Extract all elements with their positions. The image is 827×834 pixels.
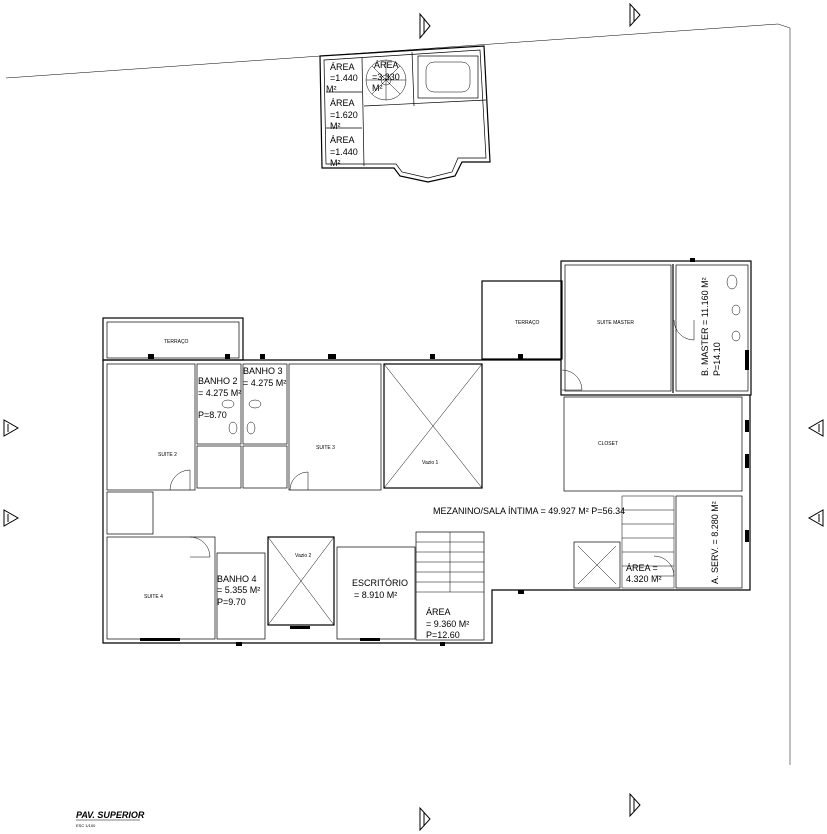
- drawing-title-block: PAV. SUPERIOR ESC 1/100: [76, 810, 145, 828]
- top-area-2-label: ÁREA =1.620 M²: [330, 98, 358, 131]
- top-area-3-label: ÁREA =1.440 M²: [330, 135, 358, 168]
- room-labels: TERRAÇO TERRAÇO SUITE MASTER SUITE 2 SUI…: [144, 277, 722, 640]
- section-marker-top-left: [419, 12, 431, 40]
- label-banho-4: BANHO 4 = 5.355 M² P=9.70: [217, 574, 260, 607]
- section-marker-right-1: [807, 419, 824, 437]
- svg-text:M²: M²: [372, 83, 383, 93]
- section-marker-left-1: [3, 419, 20, 437]
- label-area-stair: ÁREA = 9.360 M² P=12.60: [426, 607, 469, 640]
- svg-text:ÁREA: ÁREA: [374, 60, 399, 70]
- svg-text:ÁREA =: ÁREA =: [626, 563, 658, 573]
- svg-text:M²: M²: [330, 121, 341, 131]
- label-banho-2: BANHO 2 = 4.275 M² P=8.70: [198, 376, 241, 420]
- top-area-1-label: ÁREA =1.440 M²: [326, 62, 358, 94]
- label-suite-4: SUITE 4: [144, 594, 163, 600]
- svg-text:ÁREA: ÁREA: [330, 135, 355, 145]
- section-markers: [3, 2, 824, 832]
- svg-text:ÁREA: ÁREA: [426, 607, 451, 617]
- svg-text:= 4.275 M²: = 4.275 M²: [198, 388, 241, 398]
- drawing-title: PAV. SUPERIOR: [76, 810, 145, 820]
- svg-text:ESCRITÓRIO: ESCRITÓRIO: [352, 578, 408, 588]
- window-marks: [140, 258, 749, 646]
- svg-text:= 4.275 M²: = 4.275 M²: [243, 378, 286, 388]
- svg-text:ÁREA: ÁREA: [330, 62, 355, 72]
- label-closet: CLOSET: [598, 441, 618, 447]
- label-terraco-right: TERRAÇO: [515, 320, 540, 326]
- label-suite-3: SUITE 3: [316, 445, 335, 451]
- label-escritorio: ESCRITÓRIO = 8.910 M²: [352, 578, 408, 600]
- section-marker-top-right: [629, 2, 641, 28]
- label-banho-3: BANHO 3 = 4.275 M²: [243, 366, 286, 388]
- door-swings: [169, 319, 695, 577]
- svg-text:BANHO 3: BANHO 3: [243, 366, 283, 376]
- svg-text:P=9.70: P=9.70: [217, 597, 246, 607]
- svg-text:= 9.360 M²: = 9.360 M²: [426, 619, 469, 629]
- lot-boundary: [5, 23, 791, 765]
- small-stair: [621, 495, 675, 589]
- svg-text:= 8.910 M²: = 8.910 M²: [354, 590, 397, 600]
- section-marker-right-2: [807, 509, 824, 527]
- section-marker-bottom-right: [629, 792, 641, 818]
- svg-text:=3.330: =3.330: [372, 72, 400, 82]
- svg-text:P=8.70: P=8.70: [198, 410, 227, 420]
- label-area-small: ÁREA = 4.320 M²: [626, 563, 662, 584]
- label-b-master: B. MASTER = 11.160 M² P=14.10: [700, 277, 722, 376]
- main-stair: [415, 531, 485, 641]
- svg-text:M²: M²: [330, 158, 341, 168]
- label-vazio-2: Vazio 2: [295, 553, 312, 559]
- top-stair-area-label: ÁREA =3.330 M²: [372, 60, 400, 93]
- svg-text:=1.440: =1.440: [330, 147, 358, 157]
- svg-text:=1.440: =1.440: [330, 73, 358, 83]
- svg-text:=1.620: =1.620: [330, 110, 358, 120]
- svg-text:BANHO 4: BANHO 4: [217, 574, 257, 584]
- svg-text:B. MASTER = 11.160 M²: B. MASTER = 11.160 M²: [700, 277, 710, 376]
- drawing-scale-note: ESC 1/100: [76, 823, 96, 828]
- label-terraco-left: TERRAÇO: [164, 339, 189, 345]
- hot-tub: [417, 55, 479, 99]
- svg-text:P=14.10: P=14.10: [712, 342, 722, 376]
- section-marker-bottom-left: [419, 806, 431, 832]
- spiral-stair: [365, 59, 407, 101]
- label-a-serv: A. SERV. = 8.280 M²: [710, 501, 720, 584]
- top-block: ÁREA =1.440 M² ÁREA =1.620 M² ÁREA =1.44…: [319, 45, 491, 183]
- svg-text:BANHO 2: BANHO 2: [198, 376, 238, 386]
- svg-text:P=12.60: P=12.60: [426, 630, 460, 640]
- label-vazio-1: Vazio 1: [422, 460, 439, 466]
- label-mezanino: MEZANINO/SALA ÍNTIMA = 49.927 M² P=56.34: [433, 506, 625, 516]
- section-marker-left-2: [3, 509, 20, 527]
- svg-text:= 5.355 M²: = 5.355 M²: [217, 585, 260, 595]
- label-suite-2: SUITE 2: [158, 452, 177, 458]
- svg-text:ÁREA: ÁREA: [330, 98, 355, 108]
- svg-text:4.320 M²: 4.320 M²: [626, 574, 662, 584]
- bath-fixtures: [221, 274, 741, 435]
- svg-text:M²: M²: [326, 84, 337, 94]
- label-suite-master: SUITE MASTER: [597, 320, 634, 326]
- main-floor-walls: [102, 258, 752, 646]
